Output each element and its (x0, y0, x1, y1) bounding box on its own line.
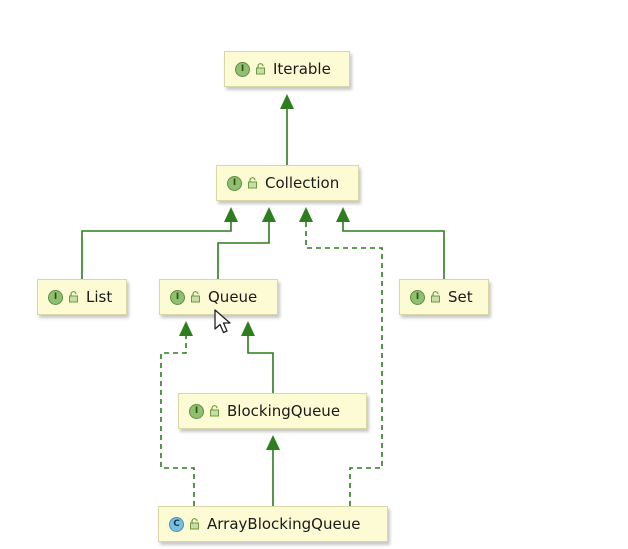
arrowhead (299, 207, 313, 222)
interface-icon: I (410, 289, 425, 305)
node-array-blocking-queue[interactable]: C ArrayBlockingQueue (158, 506, 388, 542)
edge-list-collection (81, 209, 232, 279)
node-label: List (86, 288, 113, 306)
edge-blockingqueue-queue (247, 323, 274, 393)
interface-icon: I (48, 289, 63, 305)
node-blocking-queue[interactable]: I BlockingQueue (178, 393, 367, 429)
interface-icon: I (235, 61, 250, 77)
edge-arrayblockingqueue-collection (305, 209, 383, 506)
node-label: Set (448, 288, 473, 306)
lock-icon (68, 291, 79, 303)
node-set[interactable]: I Set (399, 279, 489, 315)
edge-queue-collection (217, 209, 270, 279)
node-queue[interactable]: I Queue (159, 279, 278, 315)
arrowhead (179, 321, 193, 336)
class-icon: C (169, 516, 184, 532)
arrowhead (241, 321, 255, 336)
lock-icon (247, 177, 258, 189)
node-label: Iterable (273, 60, 331, 78)
node-iterable[interactable]: I Iterable (224, 51, 350, 87)
edge-set-collection (342, 209, 445, 279)
node-label: BlockingQueue (227, 402, 341, 420)
arrowhead (262, 207, 276, 222)
node-list[interactable]: I List (37, 279, 127, 315)
lock-icon (255, 63, 266, 75)
node-label: Collection (265, 174, 340, 192)
interface-icon: I (189, 403, 204, 419)
interface-icon: I (170, 289, 185, 305)
lock-icon (430, 291, 441, 303)
arrow-cursor-icon (214, 309, 232, 339)
lock-icon (209, 405, 220, 417)
edge-arrayblockingqueue-queue (160, 323, 195, 506)
lock-icon (190, 291, 201, 303)
lock-icon (189, 518, 200, 530)
arrowhead (280, 94, 294, 109)
node-collection[interactable]: I Collection (216, 165, 359, 201)
arrowhead (266, 435, 280, 450)
node-label: ArrayBlockingQueue (207, 515, 361, 533)
node-label: Queue (208, 288, 258, 306)
arrowhead (336, 207, 350, 222)
interface-icon: I (227, 175, 242, 191)
arrowhead (224, 207, 238, 222)
